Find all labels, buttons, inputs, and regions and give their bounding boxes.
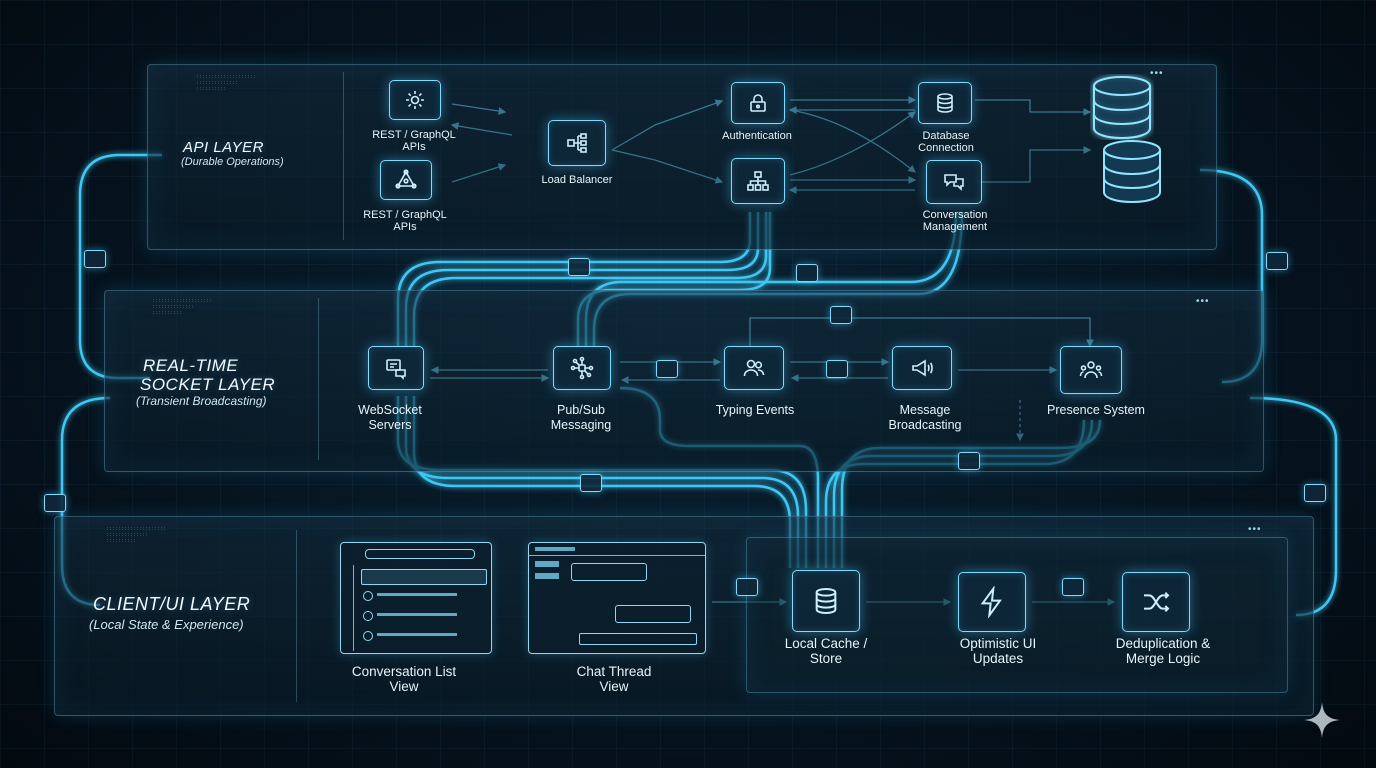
connector-badge-3 (656, 360, 678, 378)
hierarchy-node[interactable] (731, 158, 785, 204)
network-icon (567, 133, 587, 153)
message-broadcasting-node[interactable] (892, 346, 952, 390)
connector-badge-2 (796, 264, 818, 282)
lightning-icon (980, 586, 1002, 618)
graph-icon (395, 169, 417, 189)
connector-badge-13 (1062, 578, 1084, 596)
socket-layer-menu-dots[interactable]: ••• (1196, 296, 1210, 307)
client-layer-subtitle: (Local State & Experience) (89, 617, 244, 632)
hub-icon (570, 356, 594, 380)
connector-badge-10 (1266, 252, 1288, 270)
load-balancer-node[interactable] (548, 120, 606, 166)
database-connection-node[interactable] (918, 82, 972, 124)
database-stack-1 (1093, 76, 1151, 140)
conversation-management-node[interactable] (926, 160, 982, 204)
socket-layer-subtitle: (Transient Broadcasting) (136, 394, 267, 408)
client-layer-divider (296, 530, 297, 702)
socket-layer-header-text: ::::::::::::::::::::::::::::::::::::::::… (152, 298, 213, 316)
connector-badge-9 (44, 494, 66, 512)
conversation-list-mockup[interactable] (340, 542, 492, 654)
pubsub-messaging-node[interactable] (553, 346, 611, 390)
api-layer-divider (343, 72, 344, 240)
load-balancer-label: Load Balancer (541, 174, 613, 186)
users-icon (743, 359, 765, 377)
shuffle-icon (1144, 591, 1170, 613)
rest-graphql-node-1[interactable] (389, 80, 441, 120)
local-cache-node[interactable] (792, 570, 860, 632)
presence-system-label: Presence System (1047, 403, 1145, 417)
api-layer-subtitle: (Durable Operations) (181, 156, 284, 168)
api-layer-header-text: ::::::::::::::::::::::::::::::::::::::::… (196, 74, 257, 92)
presence-system-node[interactable] (1060, 346, 1122, 394)
socket-layer-title-line2: SOCKET LAYER (140, 375, 276, 394)
socket-layer-divider (318, 298, 319, 460)
client-layer-header-text: ::::::::::::::::::::::::::::::::::::::::… (106, 526, 167, 544)
typing-events-node[interactable] (724, 346, 784, 390)
socket-layer-title-line1: REAL-TIME (143, 356, 239, 375)
websocket-servers-node[interactable] (368, 346, 424, 390)
chat-thread-mockup[interactable] (528, 542, 706, 654)
group-icon (1079, 361, 1103, 379)
connector-badge-11 (1304, 484, 1326, 502)
connector-badge-5 (830, 306, 852, 324)
typing-events-label: Typing Events (715, 403, 795, 417)
megaphone-icon (912, 359, 933, 377)
local-cache-label: Local Cache /Store (784, 636, 868, 666)
api-layer-title: API LAYER (183, 139, 264, 156)
connector-badge-4 (826, 360, 848, 378)
hierarchy-icon (747, 171, 769, 191)
authentication-node[interactable] (731, 82, 785, 124)
connector-badge-12 (736, 578, 758, 596)
rest-graphql-node-2[interactable] (380, 160, 432, 200)
authentication-label: Authentication (722, 130, 792, 142)
connector-badge-1 (568, 258, 590, 276)
connector-badge-7 (958, 452, 980, 470)
client-layer-title: CLIENT/UI LAYER (93, 594, 251, 614)
optimistic-ui-node[interactable] (958, 572, 1026, 632)
database-stack-2 (1103, 140, 1161, 204)
deduplication-label: Deduplication &Merge Logic (1115, 636, 1211, 666)
server-chat-icon (386, 359, 406, 380)
connector-badge-6 (580, 474, 602, 492)
deduplication-node[interactable] (1122, 572, 1190, 632)
api-layer-panel (147, 64, 1217, 250)
lock-icon (750, 94, 766, 112)
client-layer-menu-dots[interactable]: ••• (1248, 524, 1262, 535)
gear-icon (406, 91, 424, 109)
api-layer-menu-dots[interactable]: ••• (1150, 68, 1164, 79)
connector-badge-8 (84, 250, 106, 268)
sparkle-watermark-icon (1304, 702, 1340, 738)
database-icon (815, 588, 837, 615)
chat-bubbles-icon (944, 174, 964, 191)
database-icon (937, 93, 953, 113)
